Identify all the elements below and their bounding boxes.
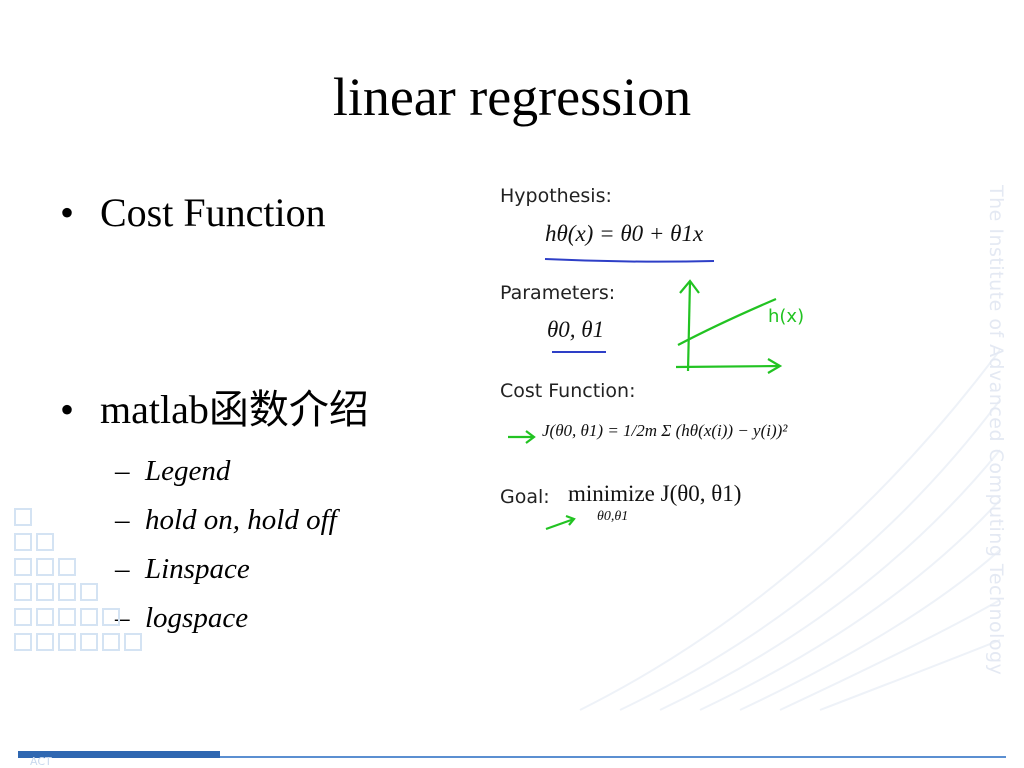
square-row [14,533,146,558]
bullet-item: • Cost Function [60,185,326,241]
sub-bullet-item: –Legend [115,447,337,496]
square-row [14,508,146,533]
hypothesis-underline [544,258,715,263]
bullet-marker: • [60,387,75,432]
decorative-squares [14,508,146,658]
decorative-square [14,558,32,576]
square-row [14,633,146,658]
bullet-text: Cost Function [100,190,326,235]
decorative-square [14,583,32,601]
sub-bullet-list: –Legend –hold on, hold off –Linspace –lo… [115,447,337,643]
hypothesis-formula: hθ(x) = θ0 + θ1x [545,221,704,246]
decorative-square [36,583,54,601]
sub-bullet-text: Legend [145,455,231,487]
bullet-text: matlab函数介绍 [100,387,369,432]
background-arcs [579,349,1000,711]
hypothesis-label: Hypothesis: [500,185,612,207]
plot-annotation: h(x) [768,306,805,327]
decorative-square [80,633,98,651]
sub-bullet-item: –Linspace [115,545,337,594]
bullet-marker: • [60,190,75,235]
decorative-square [36,533,54,551]
lecture-figure: Hypothesis: hθ(x) = θ0 + θ1x Parameters:… [490,175,895,535]
footer-accent-bar [18,751,220,758]
watermark: The Institute of Advanced Computing Tech… [985,185,1007,676]
decorative-square [14,633,32,651]
decorative-square [36,608,54,626]
decorative-square [102,633,120,651]
decorative-square [14,608,32,626]
footer-logo: ACT [30,755,52,768]
goal-label: Goal: [500,486,550,508]
decorative-square [14,508,32,526]
decorative-square [58,583,76,601]
bullet-item: • matlab函数介绍 [60,382,369,438]
sub-bullet-text: logspace [145,602,249,634]
goal-subscript: θ0,θ1 [597,509,629,524]
decorative-square [58,633,76,651]
parameters-label: Parameters: [500,282,616,304]
square-row [14,608,146,633]
footer-line [220,756,1006,758]
parameters-formula: θ0, θ1 [547,317,605,342]
sub-bullet-item: –hold on, hold off [115,496,337,545]
decorative-square [14,533,32,551]
slide-title: linear regression [332,67,692,127]
decorative-square [80,583,98,601]
cost-function-formula: J(θ0, θ1) = 1/2m Σ (hθ(x(i)) − y(i))² [542,421,788,440]
decorative-square [36,633,54,651]
sub-marker: – [115,504,130,536]
hand-drawn-plot [508,279,783,531]
figure-drawing [508,258,783,531]
sub-bullet-text: Linspace [145,553,250,585]
decorative-square [58,558,76,576]
goal-formula: minimize J(θ0, θ1) [568,481,742,506]
decorative-square [80,608,98,626]
decorative-square [36,558,54,576]
sub-bullet-item: –logspace [115,594,337,643]
decorative-square [102,608,120,626]
sub-marker: – [115,553,130,585]
square-row [14,583,146,608]
square-row [14,558,146,583]
decorative-square [58,608,76,626]
sub-marker: – [115,455,130,487]
sub-bullet-text: hold on, hold off [145,504,337,536]
decorative-square [124,633,142,651]
cost-function-label: Cost Function: [500,380,636,402]
